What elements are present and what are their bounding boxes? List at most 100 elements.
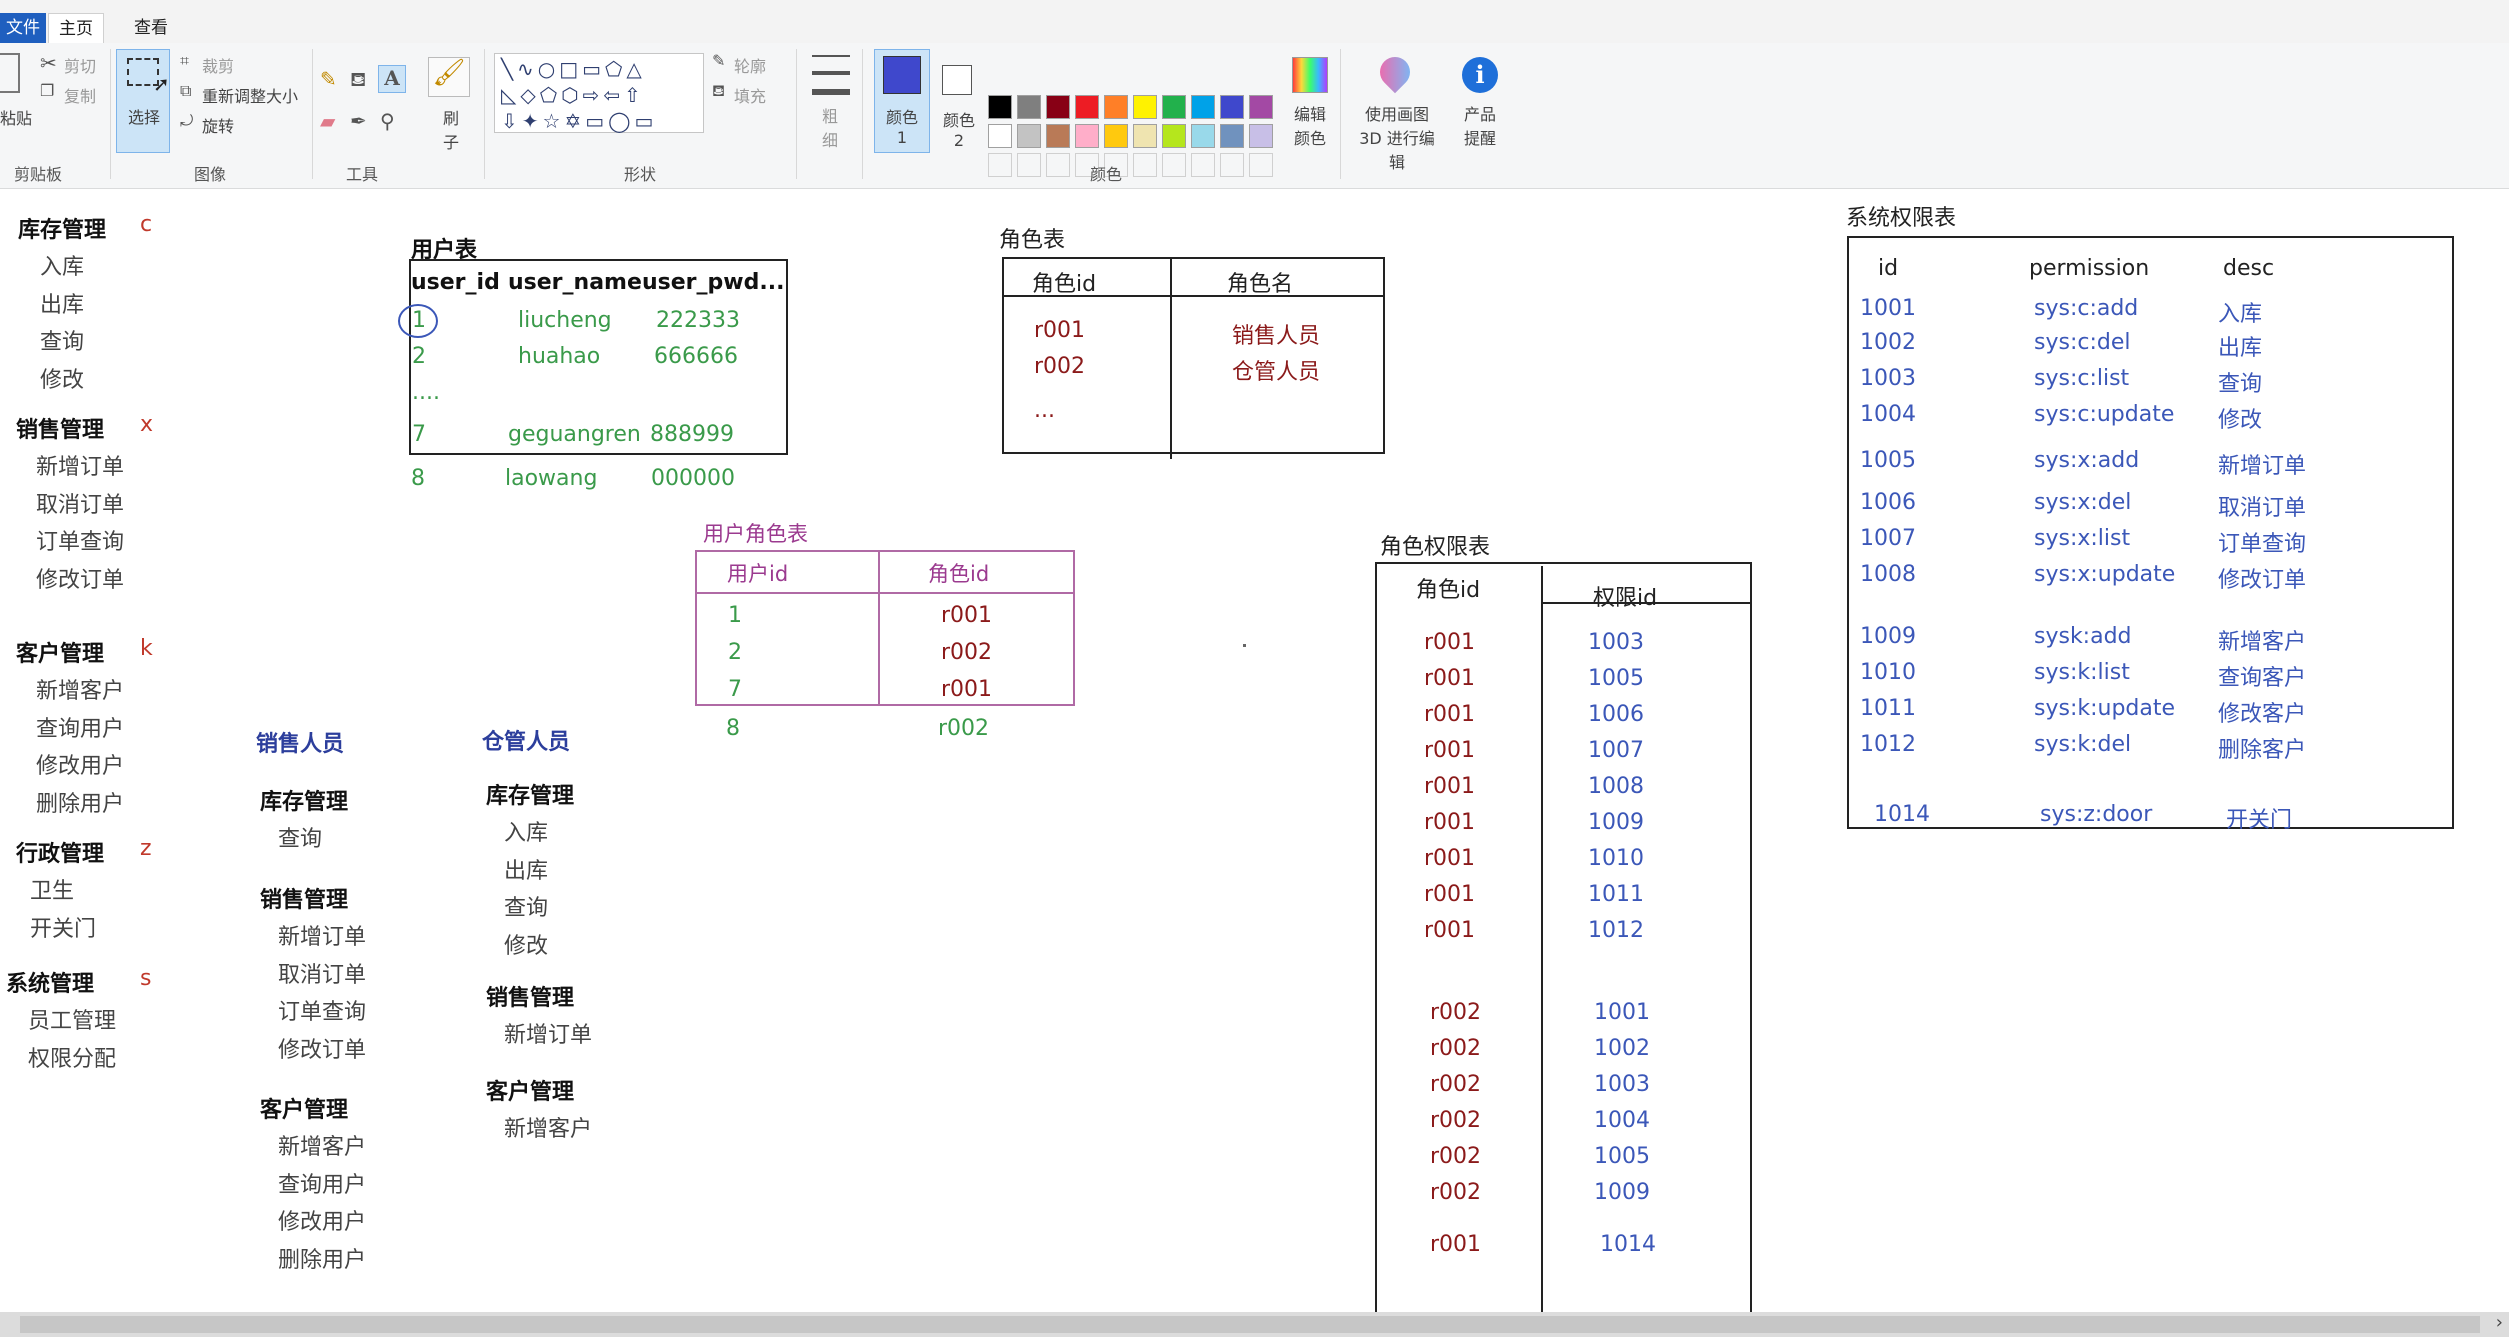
table-header: 角色id xyxy=(1032,272,1097,297)
color-swatch-empty[interactable] xyxy=(1249,153,1273,177)
color-swatch[interactable] xyxy=(1104,124,1128,148)
table-cell: 7 xyxy=(412,422,426,447)
resize-icon[interactable]: ⧉ xyxy=(180,81,192,100)
select-label: 选择 xyxy=(127,108,160,127)
color-swatch-empty[interactable] xyxy=(1220,153,1244,177)
edit-colors-icon[interactable] xyxy=(1292,57,1328,93)
scroll-right-icon[interactable]: › xyxy=(2495,1312,2503,1333)
color-swatch-empty[interactable] xyxy=(988,153,1012,177)
color-swatch-empty[interactable] xyxy=(1133,153,1157,177)
size-button[interactable]: 粗细 xyxy=(822,107,839,150)
scrollbar-thumb[interactable] xyxy=(20,1316,2480,1333)
menu-group-title: 客户管理 xyxy=(16,642,105,667)
color-swatch[interactable] xyxy=(1075,95,1099,119)
product-alert-button[interactable]: 产品提醒 xyxy=(1463,105,1496,148)
table-cell: r001 xyxy=(1424,666,1476,691)
scissors-icon[interactable]: ✂ xyxy=(40,51,57,75)
size-icon[interactable] xyxy=(812,55,850,95)
color-swatch-empty[interactable] xyxy=(1191,153,1215,177)
role-section-title: 库存管理 xyxy=(260,790,349,815)
shapes-gallery[interactable]: ╲∿○□▭⬠△◺◇⬠⬡⇨⇦⇧⇩✦☆✡▭◯▭ xyxy=(494,53,704,133)
color-swatch[interactable] xyxy=(1191,95,1215,119)
copy-button[interactable]: 复制 xyxy=(64,87,97,106)
drawing-canvas[interactable] xyxy=(0,190,2509,1312)
info-icon[interactable]: i xyxy=(1462,57,1498,93)
fill-button[interactable]: 填充 xyxy=(734,87,767,106)
color-swatch[interactable] xyxy=(1104,95,1128,119)
resize-button[interactable]: 重新调整大小 xyxy=(202,87,299,106)
tab-view[interactable]: 查看 xyxy=(134,18,168,38)
paste-icon[interactable] xyxy=(0,53,20,93)
magnifier-icon[interactable]: ⚲ xyxy=(380,109,395,133)
table-cell: 1006 xyxy=(1588,702,1644,727)
color-swatch[interactable] xyxy=(1191,124,1215,148)
horizontal-scrollbar[interactable]: › xyxy=(0,1312,2509,1337)
color-swatch[interactable] xyxy=(1220,95,1244,119)
brush-button[interactable]: 刷子 xyxy=(442,109,459,152)
table-cell: r001 xyxy=(1424,774,1476,799)
rotate-button[interactable]: 旋转 xyxy=(202,117,235,136)
fill-icon[interactable]: ⛾ xyxy=(712,81,726,100)
color1-button[interactable]: 颜色 1 xyxy=(874,49,930,153)
tab-file[interactable]: 文件 xyxy=(0,13,46,43)
color-swatch-empty[interactable] xyxy=(1075,153,1099,177)
paste-button[interactable]: 粘贴 xyxy=(0,109,33,128)
table-cell: .... xyxy=(412,380,440,405)
role-menu-item: 修改 xyxy=(504,933,549,959)
color-swatch[interactable] xyxy=(988,124,1012,148)
cut-button[interactable]: 剪切 xyxy=(64,57,97,76)
table-cell: 1005 xyxy=(1594,1144,1650,1169)
edit-colors-button[interactable]: 编辑颜色 xyxy=(1293,105,1326,148)
divider xyxy=(484,49,485,179)
color-swatch-empty[interactable] xyxy=(1017,153,1041,177)
outline-icon[interactable]: ✎ xyxy=(712,51,726,70)
table-cell: 1008 xyxy=(1588,774,1644,799)
brush-icon[interactable]: 🖌 xyxy=(428,57,470,97)
color-swatch[interactable] xyxy=(1017,95,1041,119)
color-swatch[interactable] xyxy=(988,95,1012,119)
eraser-icon[interactable]: ▰ xyxy=(320,109,336,133)
table-cell: r001 xyxy=(1424,846,1476,871)
menu-group-code: x xyxy=(140,412,154,437)
color-swatch[interactable] xyxy=(1162,124,1186,148)
color-swatch[interactable] xyxy=(1249,124,1273,148)
color-swatch[interactable] xyxy=(1017,124,1041,148)
select-button[interactable]: ➚ 选择 xyxy=(116,49,170,153)
outline-button[interactable]: 轮廓 xyxy=(734,57,767,76)
text-icon[interactable]: A xyxy=(378,65,406,93)
color-picker-icon[interactable]: ✒ xyxy=(350,109,367,133)
color-swatch-empty[interactable] xyxy=(1046,153,1070,177)
color-swatch[interactable] xyxy=(1075,124,1099,148)
table-cell: r002 xyxy=(1430,1108,1482,1133)
color-swatch[interactable] xyxy=(1249,95,1273,119)
color-swatch[interactable] xyxy=(1162,95,1186,119)
color-swatch-empty[interactable] xyxy=(1162,153,1186,177)
user-role-table-header-line xyxy=(695,592,1075,594)
crop-icon[interactable]: ⌗ xyxy=(180,51,190,70)
pencil-icon[interactable]: ✎ xyxy=(320,67,337,91)
user-role-table-title: 用户角色表 xyxy=(703,522,808,546)
paint3d-icon[interactable] xyxy=(1373,50,1417,94)
copy-icon[interactable]: ❐ xyxy=(40,81,55,100)
table-header: user_name xyxy=(508,270,642,295)
color2-button[interactable]: 颜色 2 xyxy=(934,49,984,153)
crop-button[interactable]: 裁剪 xyxy=(202,57,235,76)
table-cell: 1014 xyxy=(1874,802,1930,827)
rotate-icon[interactable]: ⤾ xyxy=(180,111,194,130)
paint3d-button[interactable]: 使用画图 3D 进行编辑 xyxy=(1359,105,1435,172)
fill-bucket-icon[interactable]: ⛾ xyxy=(350,67,367,91)
user-table-frame xyxy=(409,259,788,455)
color-swatch[interactable] xyxy=(1046,124,1070,148)
table-cell: sys:x:del xyxy=(2034,490,2132,515)
menu-item: 删除用户 xyxy=(36,791,125,817)
color-swatch[interactable] xyxy=(1220,124,1244,148)
perm-table-title: 系统权限表 xyxy=(1846,206,1957,231)
color-swatch[interactable] xyxy=(1046,95,1070,119)
color-swatch[interactable] xyxy=(1133,95,1157,119)
role-table-title: 角色表 xyxy=(999,228,1066,253)
tab-home[interactable]: 主页 xyxy=(48,13,104,43)
color-swatch[interactable] xyxy=(1133,124,1157,148)
color-swatch-empty[interactable] xyxy=(1104,153,1128,177)
table-cell: 1004 xyxy=(1860,402,1916,427)
role-table-col-line xyxy=(1170,257,1172,459)
